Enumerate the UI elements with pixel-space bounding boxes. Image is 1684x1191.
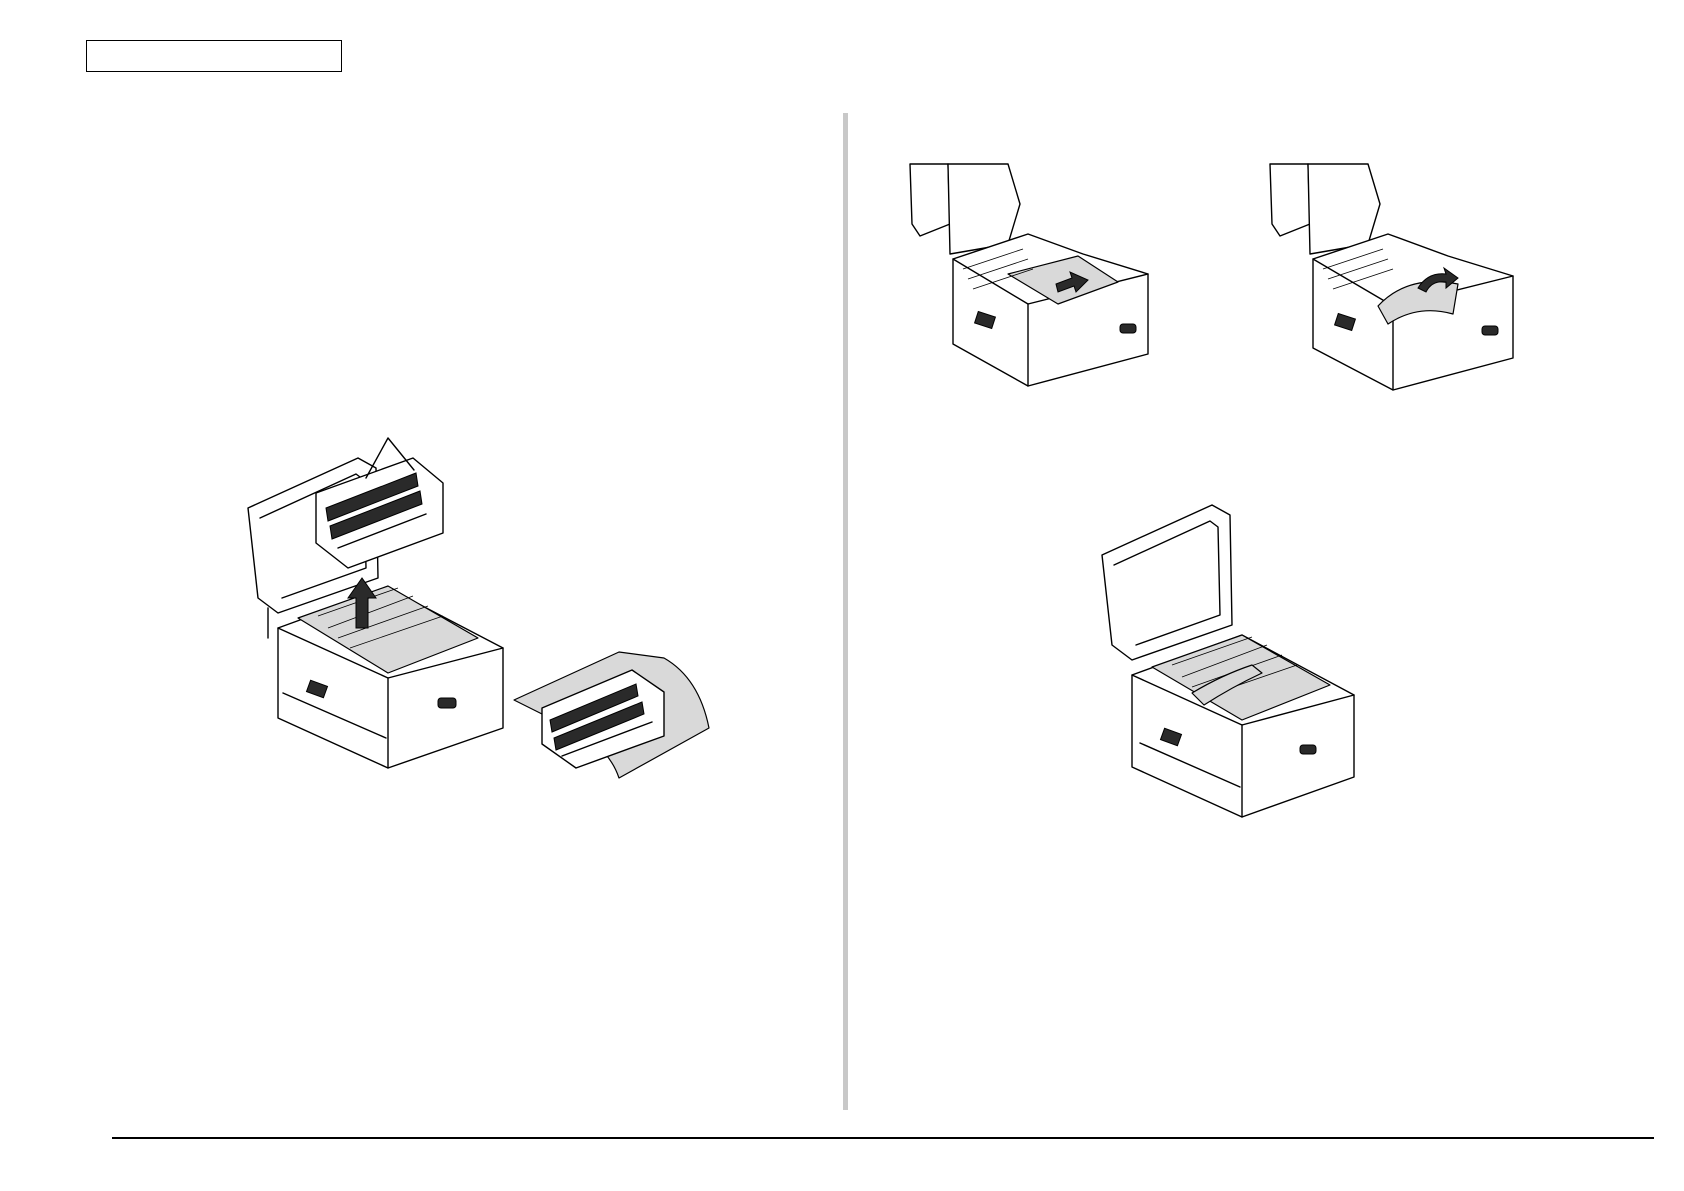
printer-paper-lift-icon	[1268, 164, 1543, 390]
figure-paper-jam-slide-out	[908, 164, 1178, 386]
figure-drum-unit-closeup	[514, 648, 714, 778]
printer-open-drum-lift-icon	[238, 438, 518, 768]
column-divider	[843, 113, 848, 1110]
figure-paper-jam-inner-remove	[1092, 495, 1360, 817]
drum-unit-icon	[514, 648, 714, 778]
printer-paper-slide-icon	[908, 164, 1178, 386]
footer-rule	[112, 1137, 1654, 1139]
header-box	[86, 40, 342, 72]
figure-paper-jam-lift-out	[1268, 164, 1543, 390]
printer-paper-inner-icon	[1092, 495, 1360, 817]
figure-remove-image-drums	[238, 438, 518, 768]
